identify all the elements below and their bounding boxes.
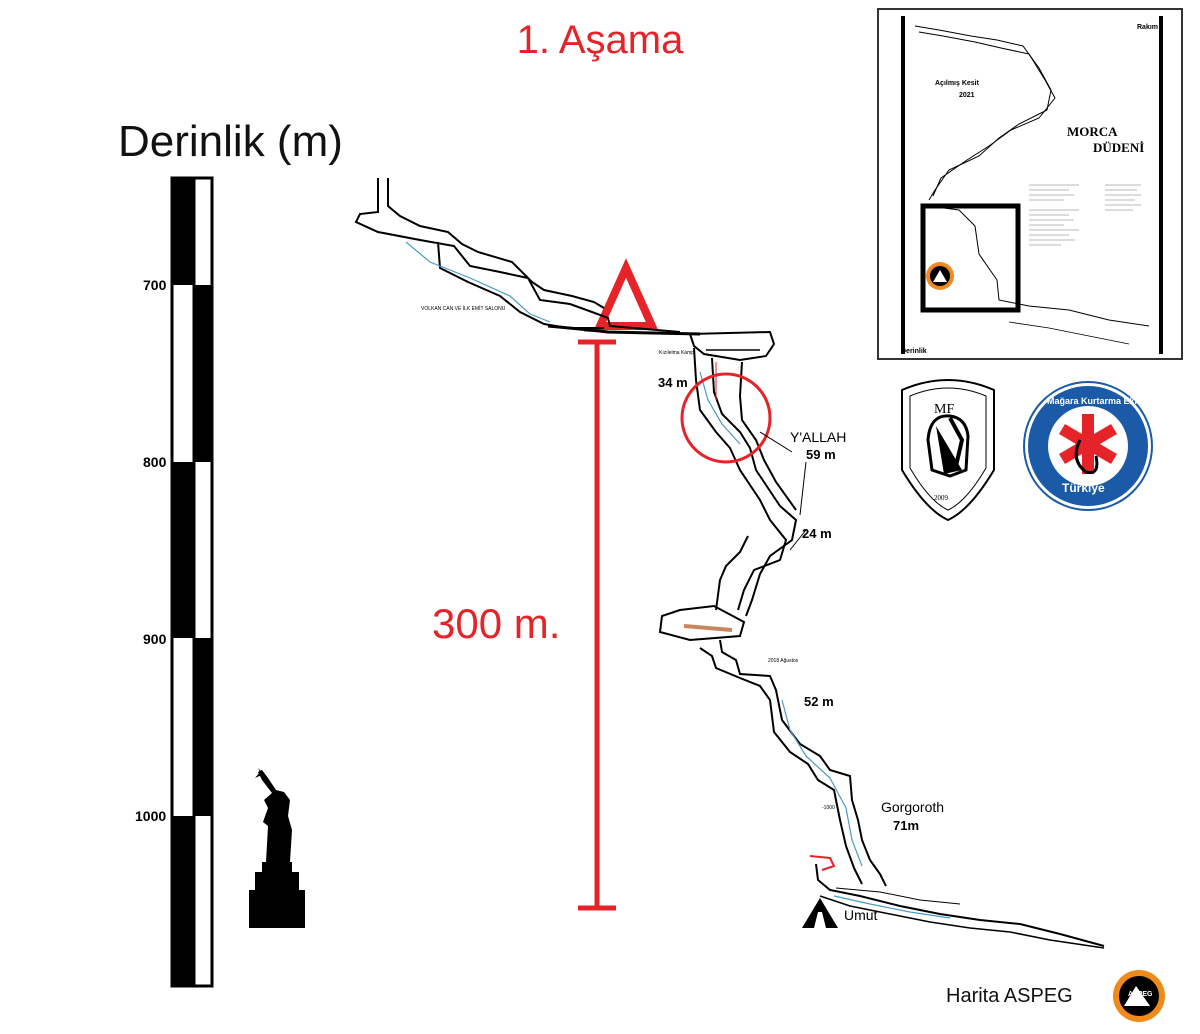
statue-of-liberty-icon <box>249 768 305 928</box>
depth-tick-900: 900 <box>143 631 167 647</box>
map-credit: Harita ASPEG <box>946 985 1073 1007</box>
cave-rescue-team-logo: Türkiye Mağara Kurtarma Ekibi <box>1023 381 1153 511</box>
inset-year: 2021 <box>959 92 975 99</box>
red-survey-marks <box>683 362 836 871</box>
label-agustos: 2018 Ağustos <box>768 658 799 664</box>
inset-derinlik: Derinlik <box>901 348 927 355</box>
scale-segment <box>172 462 194 638</box>
label-volkan: VOLKAN CAN VE İLK EMİT SALONU <box>421 305 506 312</box>
aspeg-logo-text: ASPEG <box>1128 991 1153 998</box>
depth-tick-1000: 1000 <box>135 808 166 824</box>
umut-name: Umut <box>844 907 878 923</box>
scale-segment <box>194 285 212 462</box>
pitch-59m: 59 m <box>806 447 836 462</box>
pitch-34m: 34 m <box>658 375 688 390</box>
pitch-24m: 24 m <box>802 526 832 541</box>
measurement-bar <box>578 339 616 911</box>
inset-kesit: Açılmış Kesit <box>935 80 979 87</box>
water-streams <box>405 241 951 919</box>
warning-triangle-icon <box>593 258 659 330</box>
depth-tick-700: 700 <box>143 277 167 293</box>
inset-rakim: Rakım <box>1137 24 1159 31</box>
depth-axis-label: Derinlik (m) <box>118 117 343 166</box>
cave-rescue-bottom-text: Türkiye <box>1062 481 1105 495</box>
scale-segment <box>194 638 212 816</box>
mf-year: 2009 <box>934 494 949 502</box>
inset-morca: MORCA <box>1067 124 1118 139</box>
scale-segment <box>172 816 194 986</box>
overview-map-inset: Rakım Açılmış Kesit 2021 MORCA DÜDENİ De… <box>877 8 1183 360</box>
scale-segment <box>172 178 194 285</box>
yallah-name: Y'ALLAH <box>790 429 846 445</box>
pitch-71m: 71m <box>893 818 919 833</box>
depth-tick-800: 800 <box>143 454 167 470</box>
inset-aspeg-logo <box>926 262 954 290</box>
yallah-highlight-circle <box>680 372 772 464</box>
mf-federation-logo: MF 2009 <box>901 379 995 522</box>
aspeg-logo: ASPEG <box>1113 970 1165 1022</box>
cave-profile-map <box>354 178 1105 949</box>
page-title: 1. Aşama <box>516 18 684 62</box>
gorgoroth-name: Gorgoroth <box>881 799 944 815</box>
measurement-label: 300 m. <box>432 600 561 647</box>
label-minus1000: -1000 <box>822 805 835 811</box>
pitch-52m: 52 m <box>804 694 834 709</box>
mf-initials: MF <box>934 402 954 417</box>
label-kizilelma: Kızılelma Kampı <box>659 350 695 356</box>
label-morca: Morca <box>584 328 598 334</box>
inset-focus-box <box>920 203 1021 313</box>
cave-rescue-top-text: Mağara Kurtarma Ekibi <box>1047 396 1145 406</box>
inset-dudeni: DÜDENİ <box>1093 140 1145 155</box>
